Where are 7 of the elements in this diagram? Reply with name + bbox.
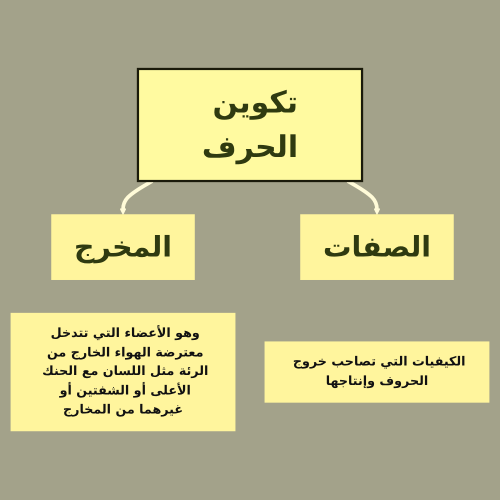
node-box: الصفات <box>300 214 454 280</box>
node-box: وهو الأعضاء التي تتدخل معترضة الهواء الخارج من الرئة مثل اللسان مع الحنك الأعلى أو الشفتين أو غيرهما من المخارج <box>10 312 236 432</box>
arrow <box>120 179 154 215</box>
node-box: تكوين الحرف <box>136 68 364 182</box>
arrow <box>346 179 380 215</box>
node-box: الكيفيات التي تصاحب خروج الحروف وإنتاجها <box>264 342 490 403</box>
node-box: المخرج <box>51 214 195 280</box>
